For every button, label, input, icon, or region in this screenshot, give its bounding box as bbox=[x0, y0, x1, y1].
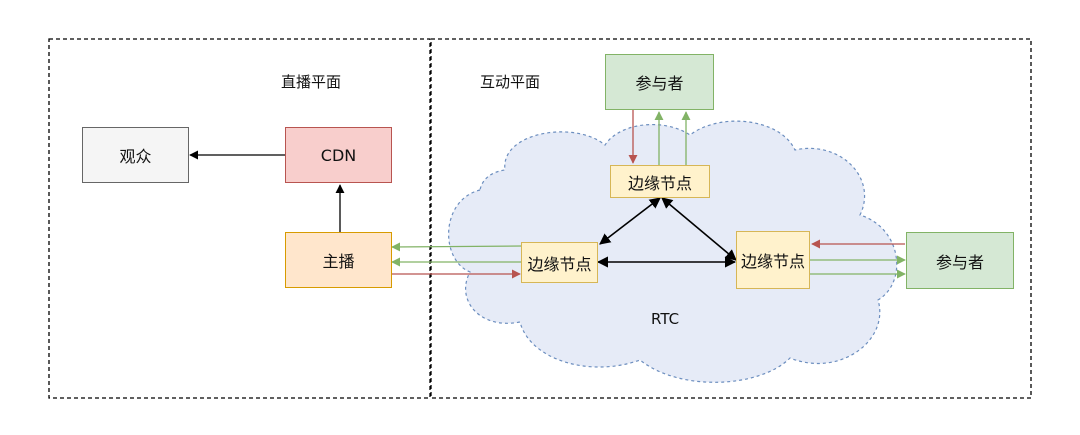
edge-node-right: 边缘节点 bbox=[736, 231, 810, 289]
edge-left-top-link bbox=[599, 197, 661, 245]
participant-top-node: 参与者 bbox=[605, 54, 714, 110]
rtc-cloud bbox=[448, 120, 898, 383]
interactive-plane-frame bbox=[430, 38, 1032, 399]
edge-to-host-green-1 bbox=[391, 242, 523, 252]
host-node: 主播 bbox=[285, 232, 392, 288]
edge-node-top: 边缘节点 bbox=[610, 165, 710, 198]
live-plane-frame bbox=[48, 38, 431, 399]
participant-right-node: 参与者 bbox=[906, 232, 1014, 289]
edge-top-right-link bbox=[661, 197, 737, 261]
audience-node: 观众 bbox=[82, 127, 189, 183]
edge-node-left: 边缘节点 bbox=[521, 242, 598, 283]
interactive-plane-label: 互动平面 bbox=[480, 73, 541, 91]
cdn-node: CDN bbox=[285, 127, 392, 183]
live-plane-label: 直播平面 bbox=[281, 73, 342, 91]
rtc-label: RTC bbox=[651, 310, 680, 328]
